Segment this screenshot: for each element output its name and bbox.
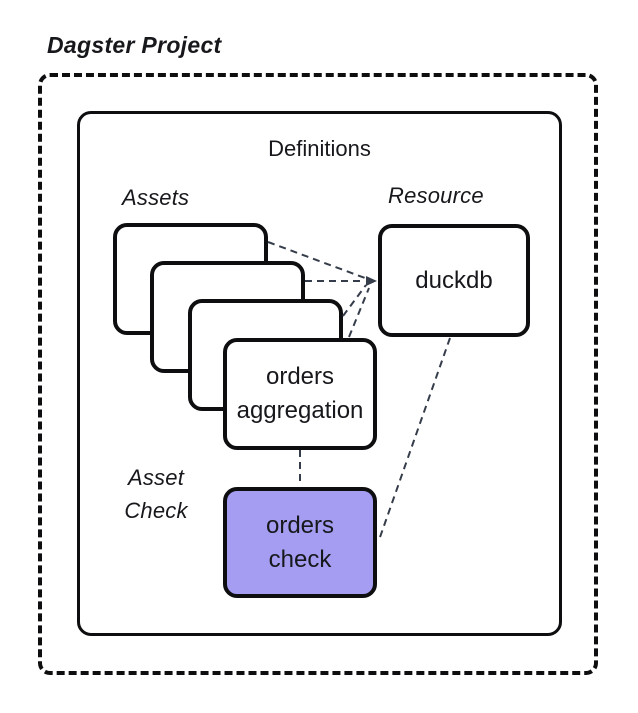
asset-node-orders-aggregation: orders aggregation bbox=[223, 338, 377, 450]
diagram-title: Dagster Project bbox=[47, 32, 222, 58]
resource-group-label: Resource bbox=[388, 183, 484, 208]
asset-check-node-orders-check: orders check bbox=[223, 487, 377, 598]
orders-check-label: orders check bbox=[265, 511, 335, 573]
dagster-project-boundary bbox=[38, 73, 598, 675]
duckdb-label: duckdb bbox=[415, 266, 493, 294]
orders-aggregation-label: orders aggregation bbox=[236, 363, 364, 424]
asset-check-label-line1: Asset bbox=[127, 465, 185, 490]
assets-group-label: Assets bbox=[122, 185, 190, 210]
asset-check-label-line2: Check bbox=[124, 498, 188, 523]
asset-check-group-label: Asset Check bbox=[100, 461, 212, 527]
definitions-label: Definitions bbox=[268, 136, 371, 161]
resource-node-duckdb: duckdb bbox=[378, 224, 530, 337]
